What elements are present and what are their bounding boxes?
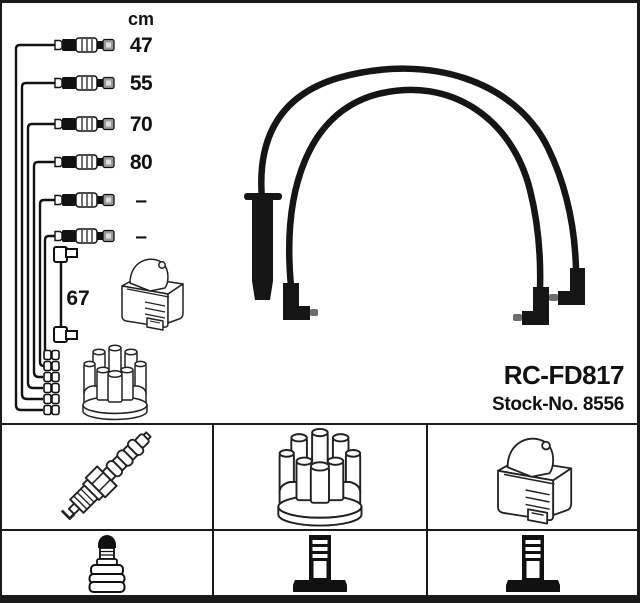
elbow-boot — [283, 283, 310, 320]
terminal-pair-icon — [43, 382, 60, 394]
cable-lead — [26, 122, 55, 390]
boot-terminal — [513, 314, 522, 321]
wire-connector-icon — [54, 37, 115, 53]
cable-lead — [32, 160, 55, 379]
terminal-pair-icon — [43, 360, 60, 372]
terminal-pair-icon — [43, 371, 60, 383]
distributor-cap-icon — [277, 427, 363, 527]
wire-connector-icon — [54, 116, 115, 132]
cable-length-label: 55 — [129, 72, 153, 95]
part-number: RC-FD817 — [503, 360, 625, 390]
cable-lead — [14, 43, 55, 412]
ignition-wires-photo — [244, 65, 585, 325]
wire-connector-icon — [54, 192, 115, 208]
cable-lead — [20, 81, 55, 401]
cable-lead — [38, 198, 55, 368]
coil-cable — [53, 246, 78, 343]
cable-length-label: 47 — [129, 34, 153, 57]
table-top-line — [0, 423, 640, 425]
frame-border-top — [0, 0, 640, 3]
spark-plug-icon — [56, 423, 160, 527]
din-terminal-icon — [506, 535, 560, 592]
product-identification: RC-FD817 Stock-No. 8556 — [394, 360, 625, 416]
cable-length-label: 80 — [129, 151, 153, 174]
table-row-divider — [0, 529, 640, 531]
frame-border-left — [0, 0, 2, 603]
boot-terminal — [310, 309, 318, 316]
terminal-pair-icon — [43, 393, 60, 405]
distributor-cap-icon — [82, 344, 148, 421]
elbow-boot — [558, 268, 585, 305]
plug-terminal-icon — [88, 534, 126, 593]
table-column-divider — [426, 423, 428, 597]
stock-number: Stock-No. 8556 — [491, 394, 624, 416]
cable-harness — [14, 43, 55, 412]
terminal-pair-icon — [43, 404, 60, 416]
cable-length-label: 70 — [129, 113, 153, 136]
wire-connector-icon — [54, 75, 115, 91]
outer-wire — [258, 65, 580, 274]
unit-header: cm — [127, 9, 154, 29]
wire-connector-icon — [54, 154, 115, 170]
elbow-boot — [522, 287, 549, 325]
frame-border-bottom — [0, 595, 640, 603]
din-terminal-icon — [293, 535, 347, 592]
cable-lead — [43, 234, 55, 355]
ignition-coil-icon — [121, 258, 184, 331]
coil-cable-length-label: 67 — [66, 287, 90, 310]
boot-terminal — [549, 294, 558, 301]
wire-connector-icon — [54, 228, 115, 244]
table-column-divider — [212, 423, 214, 597]
cable-length-label: – — [135, 189, 147, 212]
frame-border-right — [637, 0, 640, 603]
cable-length-label: – — [135, 225, 147, 248]
ignition-coil-icon — [497, 437, 573, 525]
straight-plug-boot — [252, 197, 273, 300]
terminal-pair-icon — [43, 349, 60, 361]
inner-wire — [286, 86, 544, 293]
